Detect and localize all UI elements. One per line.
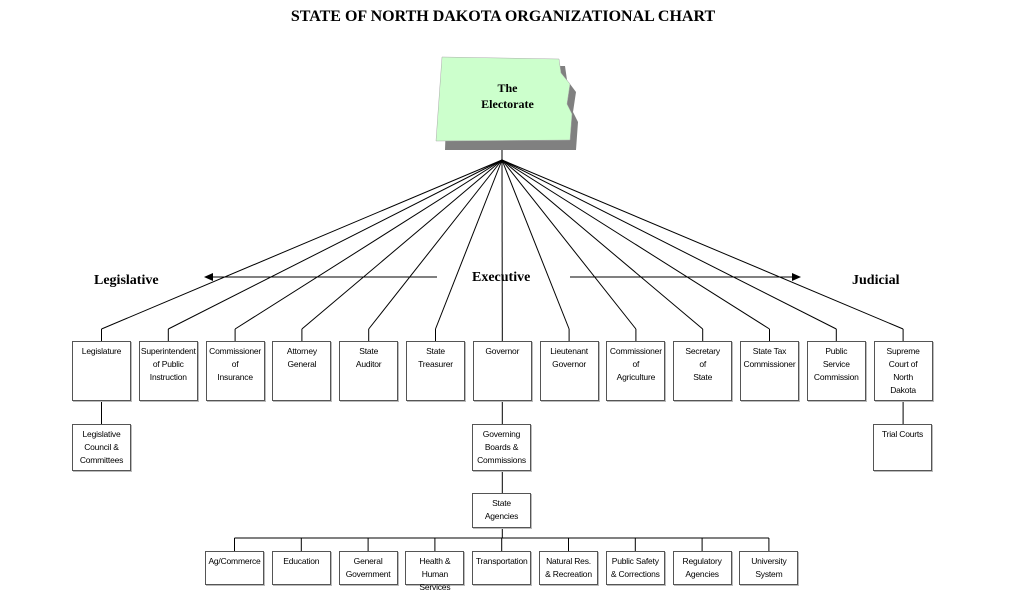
fan-line — [368, 159, 503, 330]
fan-line — [501, 159, 570, 330]
fan-line — [501, 159, 637, 330]
agency-box: Education — [271, 551, 331, 585]
fan-line — [301, 159, 503, 330]
office-box: State Tax Commissioner — [740, 341, 799, 401]
office-box: State Auditor — [339, 341, 399, 401]
arrow-judicial-head — [792, 273, 801, 281]
agency-box: Transportation — [472, 551, 532, 585]
fan-line — [501, 159, 904, 330]
agency-box: Regulatory Agencies — [672, 551, 732, 585]
fan-line — [501, 159, 837, 330]
office-box: Legislature — [72, 341, 131, 401]
electorate-shape — [435, 56, 573, 142]
arrow-legislative-head — [204, 273, 213, 281]
office-box: Commissioner of Insurance — [205, 341, 265, 401]
office-box: Lieutenant Governor — [539, 341, 599, 401]
office-box: Public Service Commission — [806, 341, 866, 401]
agency-box: Health & Human Services — [405, 551, 465, 592]
office-box: Superintendent of Public Instruction — [138, 341, 198, 401]
fan-line — [168, 159, 503, 330]
office-box: Secretary of State — [673, 341, 733, 401]
fan-line — [501, 159, 704, 330]
fan-line — [234, 159, 503, 330]
agency-box: University System — [739, 551, 799, 585]
office-box: Commissioner of Agriculture — [606, 341, 666, 401]
fan-line — [435, 159, 503, 330]
agency-box: Natural Res. & Recreation — [539, 551, 598, 585]
legislative-label: Legislative — [94, 273, 159, 288]
legislative-council-box: Legislative Council & Committees — [72, 424, 131, 471]
office-box: Governor — [472, 341, 532, 401]
agency-box: Ag/Commerce — [205, 551, 264, 585]
fan-line — [101, 159, 503, 330]
agency-box: General Government — [338, 551, 398, 585]
governing-boards-box: Governing Boards & Commissions — [472, 424, 531, 471]
chart-title: STATE OF NORTH DAKOTA ORGANIZATIONAL CHA… — [290, 8, 716, 25]
state-agencies-box: State Agencies — [472, 493, 531, 528]
trial-courts-box: Trial Courts — [873, 424, 932, 471]
fan-line — [501, 159, 770, 330]
office-box: State Treasurer — [406, 341, 465, 401]
agency-box: Public Safety & Corrections — [605, 551, 665, 585]
executive-label: Executive — [472, 270, 531, 285]
electorate-label: The Electorate — [481, 81, 534, 111]
judicial-label: Judicial — [852, 273, 900, 288]
office-box: Supreme Court of North Dakota — [873, 341, 933, 401]
office-box: Attorney General — [272, 341, 332, 401]
